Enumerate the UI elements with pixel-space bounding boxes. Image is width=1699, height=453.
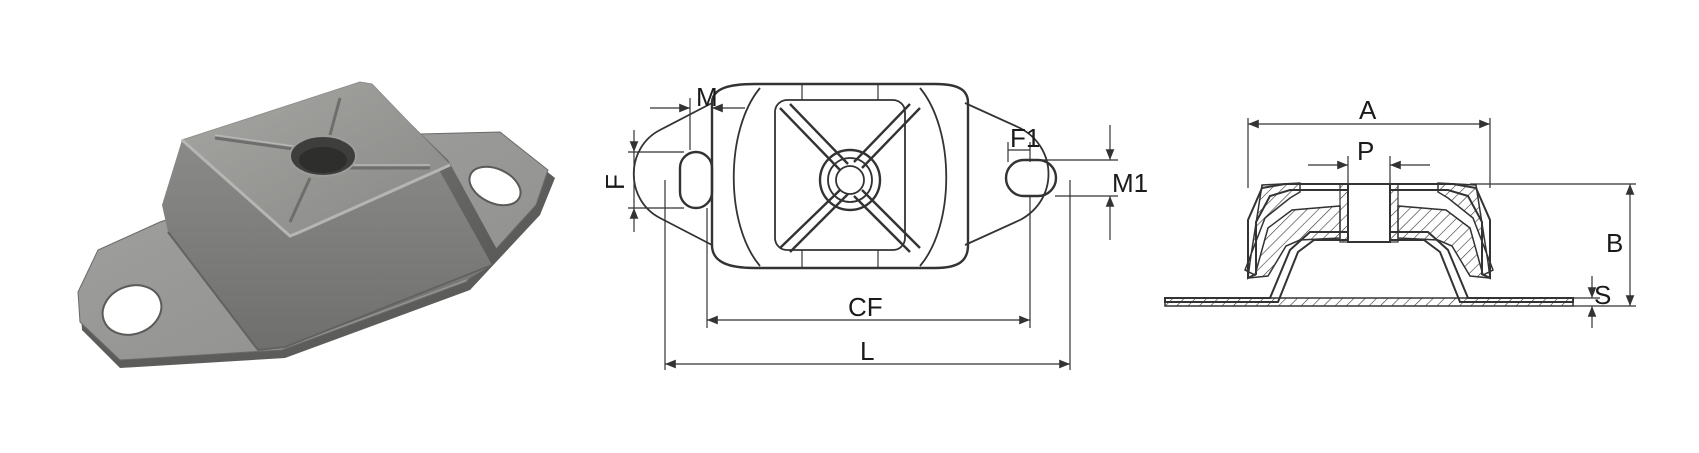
right-mounting-hole bbox=[468, 165, 522, 207]
body-right-face bbox=[370, 84, 500, 265]
section-view-labels: A P B S bbox=[1357, 95, 1623, 310]
body-top-edge bbox=[181, 138, 451, 238]
label-p: P bbox=[1357, 136, 1374, 166]
inner-pad bbox=[774, 99, 906, 251]
top-view-dimensions bbox=[628, 98, 1118, 370]
center-boss-outer bbox=[818, 148, 882, 212]
isometric-mount-render bbox=[77, 81, 555, 368]
x-ribs bbox=[779, 103, 921, 253]
label-f1: F1 bbox=[1010, 123, 1040, 153]
section-view-drawing bbox=[1164, 182, 1574, 307]
section-rubber-left bbox=[1244, 182, 1341, 279]
label-l: L bbox=[860, 336, 874, 366]
label-b: B bbox=[1606, 228, 1623, 258]
label-s: S bbox=[1594, 280, 1611, 310]
label-m: M bbox=[696, 82, 718, 112]
label-m1: M1 bbox=[1112, 168, 1148, 198]
section-rubber-right bbox=[1397, 182, 1494, 279]
top-view-labels: M F F1 M1 CF L bbox=[600, 82, 1148, 366]
section-view-dimensions bbox=[1247, 118, 1636, 328]
top-view-drawing bbox=[632, 82, 1058, 270]
label-a: A bbox=[1359, 95, 1377, 125]
top-grooves bbox=[214, 97, 430, 223]
label-cf: CF bbox=[848, 292, 883, 322]
left-slot bbox=[678, 150, 714, 210]
body-outline bbox=[710, 82, 970, 270]
left-mounting-hole bbox=[101, 284, 163, 336]
body-lower-edge bbox=[167, 231, 493, 352]
right-flange bbox=[964, 102, 1050, 246]
section-center-sleeve bbox=[1347, 183, 1391, 243]
left-flange bbox=[632, 102, 713, 246]
label-f: F bbox=[600, 174, 630, 190]
